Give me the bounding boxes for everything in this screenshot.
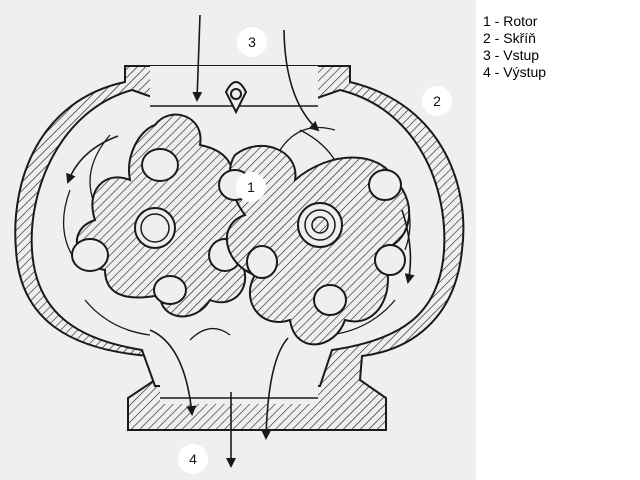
inlet-arrow-right	[283, 29, 320, 132]
rotor-right	[218, 145, 411, 346]
legend-item-casing: 2 - Skříň	[483, 30, 536, 46]
marker-outlet: 4	[178, 444, 208, 474]
flow-arrows	[66, 14, 415, 468]
swirl-arrow-right	[401, 209, 415, 284]
rotor-left	[71, 113, 256, 318]
rotor-left-hub-inner	[140, 213, 170, 243]
marker-rotor: 1	[236, 172, 266, 202]
marker-inlet: 3	[237, 27, 267, 57]
inlet-arrow-left	[192, 14, 203, 102]
splitter-pin	[230, 88, 242, 100]
inlet-splitter	[224, 81, 248, 115]
legend-item-rotor: 1 - Rotor	[483, 13, 538, 29]
pump-diagram: 1 2 3 4	[0, 0, 476, 480]
outlet-arrow-right	[261, 337, 289, 440]
rotor-right-shaft	[311, 216, 329, 234]
outlet-arrow-left	[149, 329, 197, 416]
legend-item-outlet: 4 - Výstup	[483, 64, 547, 80]
pump-drawing	[14, 14, 465, 468]
outlet-duct	[160, 356, 318, 404]
legend: 1 - Rotor 2 - Skříň 3 - Vstup 4 - Výstup	[483, 13, 546, 81]
legend-item-inlet: 3 - Vstup	[483, 47, 540, 63]
swirl-arrow-left	[66, 135, 119, 184]
marker-casing: 2	[422, 86, 452, 116]
